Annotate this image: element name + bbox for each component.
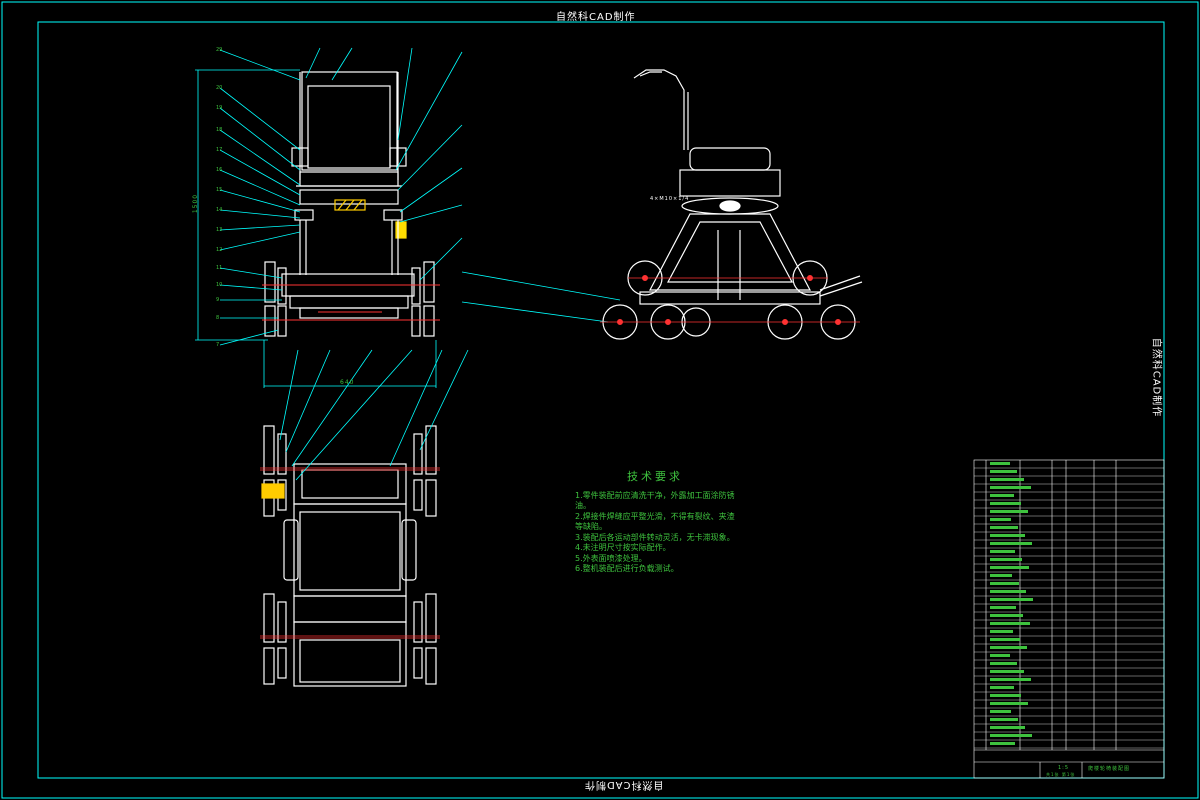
tech-requirements-title: 技术要求 (627, 470, 683, 483)
top-centerlines (260, 467, 440, 639)
parts-row-text-mark (990, 526, 1018, 529)
svg-text:15: 15 (216, 187, 222, 193)
parts-row-text-mark (990, 606, 1016, 609)
parts-row-text-mark (990, 542, 1032, 545)
svg-text:9: 9 (216, 297, 219, 303)
parts-row-text-mark (990, 574, 1012, 577)
parts-row-text-mark (990, 478, 1024, 481)
parts-row-text-mark (990, 590, 1026, 593)
parts-row-text-mark (990, 670, 1024, 673)
parts-row-text-mark (990, 742, 1015, 745)
watermark-right: 自然科CAD制作 (1150, 337, 1162, 418)
parts-row-text-mark (990, 638, 1020, 641)
parts-row-text-mark (990, 518, 1011, 521)
parts-row-text-mark (990, 622, 1030, 625)
watermark-top: 自然科CAD制作 (556, 12, 636, 23)
svg-text:19: 19 (216, 105, 222, 111)
title-block-scale: 1:5 (1058, 765, 1070, 771)
svg-text:14: 14 (216, 207, 222, 213)
parts-row-text-mark (990, 510, 1028, 513)
tech-item: 3.装配后各运动部件转动灵活，无卡滞现象。 (575, 532, 735, 542)
watermark-bottom: 自然科CAD制作 (584, 779, 664, 790)
svg-text:10: 10 (216, 282, 222, 288)
svg-text:20: 20 (216, 85, 222, 91)
svg-text:13: 13 (216, 227, 222, 233)
parts-rows (974, 462, 1164, 749)
top-leaders (279, 349, 469, 481)
parts-row-text-mark (990, 694, 1021, 697)
top-view (261, 425, 437, 687)
front-centerlines (262, 284, 440, 321)
parts-row-text-mark (990, 550, 1015, 553)
side-view (602, 69, 863, 340)
svg-text:17: 17 (216, 147, 222, 153)
svg-text:12: 12 (216, 247, 222, 253)
svg-text:16: 16 (216, 167, 222, 173)
parts-row-text-mark (990, 494, 1014, 497)
parts-row-text-mark (990, 710, 1011, 713)
parts-row-text-mark (990, 566, 1029, 569)
parts-row-text-mark (990, 718, 1018, 721)
svg-text:7: 7 (216, 342, 219, 348)
side-wheel-hubs (617, 275, 841, 325)
front-view (264, 71, 435, 337)
front-leaders (195, 47, 621, 388)
tech-item: 6.整机装配后进行负载测试。 (575, 564, 679, 573)
dimension-width: 640 (340, 379, 355, 386)
tech-item: 2.焊接件焊缝应平整光滑，不得有裂纹、夹渣等缺陷。 (575, 511, 735, 532)
tech-requirements: 技术要求 1.零件装配前应清洗干净，外露加工面涂防锈油。 2.焊接件焊缝应平整光… (575, 470, 735, 575)
parts-row-text-mark (990, 470, 1017, 473)
tech-item: 5.外表面喷漆处理。 (575, 553, 647, 563)
inner-border (37, 21, 1165, 779)
parts-row-text-mark (990, 662, 1017, 665)
tech-item: 1.零件装配前应清洗干净，外露加工面涂防锈油。 (575, 490, 735, 511)
svg-text:29: 29 (216, 47, 222, 53)
parts-row-text-mark (990, 502, 1021, 505)
title-block-sheet: 共1张 第1张 (1046, 772, 1076, 777)
parts-row-text-mark (990, 598, 1033, 601)
side-view-label: 4×M10×1/4 (650, 196, 690, 202)
parts-row-text-mark (990, 614, 1023, 617)
parts-row-text-mark (990, 686, 1014, 689)
svg-text:18: 18 (216, 127, 222, 133)
parts-row-text-mark (990, 630, 1013, 633)
parts-row-text-mark (990, 678, 1031, 681)
parts-row-text-mark (990, 646, 1027, 649)
title-block-title: 爬楼轮椅装配图 (1088, 766, 1131, 772)
side-centerlines (600, 277, 860, 323)
parts-row-text-mark (990, 582, 1019, 585)
svg-text:11: 11 (216, 265, 222, 271)
parts-row-text-mark (990, 486, 1031, 489)
tech-item: 4.未注明尺寸按实际配作。 (575, 543, 671, 552)
dimension-height: 1500 (192, 193, 200, 214)
parts-list (973, 459, 1165, 779)
svg-text:8: 8 (216, 315, 219, 321)
parts-row-text-mark (990, 654, 1010, 657)
parts-row-text-mark (990, 734, 1032, 737)
parts-row-text-mark (990, 462, 1010, 465)
parts-row-text-mark (990, 534, 1025, 537)
balloons-left: 29 20 19 18 17 16 15 14 13 12 11 10 9 8 7 (216, 47, 222, 348)
parts-row-text-mark (990, 702, 1028, 705)
parts-row-text-mark (990, 726, 1025, 729)
parts-row-text-mark (990, 558, 1022, 561)
